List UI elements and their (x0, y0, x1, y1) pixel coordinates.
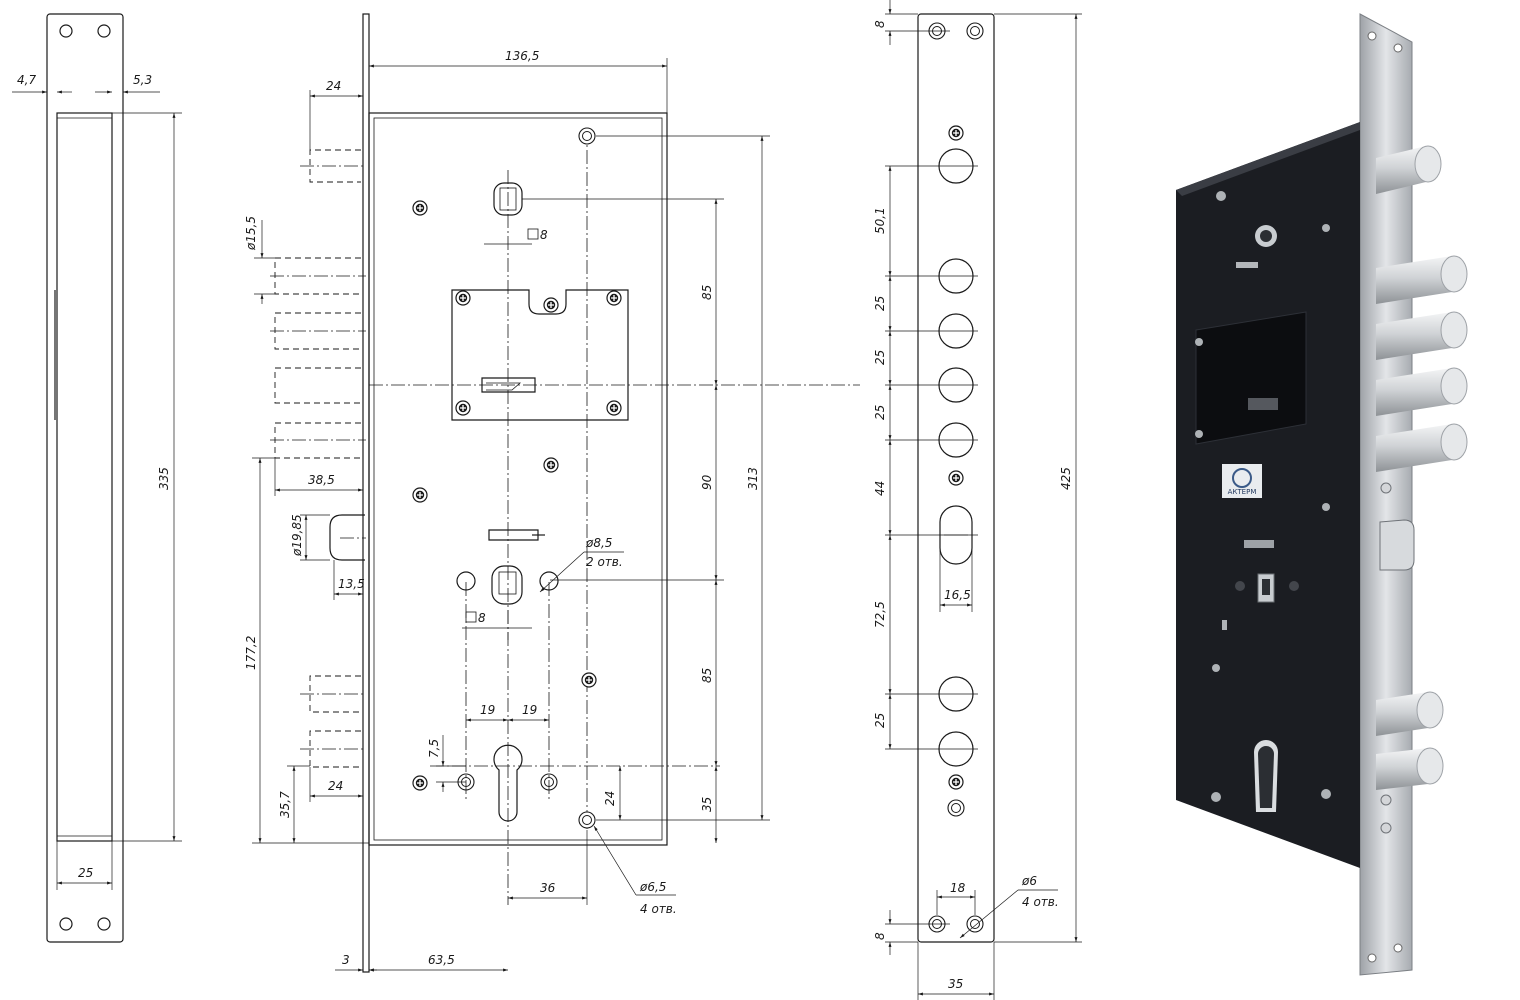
dim-136-5: 136,5 (505, 49, 539, 63)
dim-6-5: ø6,5 (639, 880, 666, 894)
dim-8-square-bottom: 8 (478, 611, 486, 625)
dim-19-right: 19 (522, 703, 537, 717)
dim-50-1: 50,1 (873, 207, 887, 234)
dim-5-3: 5,3 (133, 73, 152, 87)
dim-25-b: 25 (873, 350, 887, 365)
dim-38-5: 38,5 (308, 473, 335, 487)
dim-13-5: 13,5 (338, 577, 365, 591)
dim-63-5: 63,5 (428, 953, 455, 967)
dim-15-5: ø15,5 (244, 216, 258, 251)
brand-logo: АКТЕРМ (1228, 488, 1257, 496)
dim-44: 44 (873, 481, 887, 496)
dim-24-bottom: 24 (328, 779, 343, 793)
dim-25-a: 25 (873, 296, 887, 311)
dim-85-bottom: 85 (700, 668, 714, 683)
dim-24-cyl: 24 (603, 791, 617, 806)
side-view: 4,7 5,3 335 25 (12, 13, 182, 943)
dim-25-c: 25 (873, 405, 887, 420)
dim-4-7: 4,7 (17, 73, 36, 87)
dim-3: 3 (342, 953, 350, 967)
dim-35-7: 35,7 (278, 791, 292, 818)
dim-8-top-strip: 8 (873, 20, 887, 28)
dim-72-5: 72,5 (873, 601, 887, 628)
dim-24-top: 24 (326, 79, 341, 93)
dim-425: 425 (1059, 467, 1073, 490)
front-view: 136,5 24 ø15,5 8 85 90 85 35 313 38,5 (244, 13, 860, 973)
dim-8-5: ø8,5 (585, 536, 612, 550)
dim-8-bottom-strip: 8 (873, 932, 887, 940)
dim-177-2: 177,2 (244, 636, 258, 670)
lock-product-photo: АКТЕРМ (1176, 13, 1468, 976)
dim-8-5-holes: 2 отв. (586, 555, 623, 569)
dim-90: 90 (700, 474, 714, 490)
dim-35-strip: 35 (948, 977, 963, 991)
dim-25-d: 25 (873, 713, 887, 728)
dim-8-square-top: 8 (540, 228, 548, 242)
dim-6-5-holes: 4 отв. (640, 902, 677, 916)
dim-19-85: ø19,85 (290, 514, 304, 557)
dim-16-5: 16,5 (944, 588, 971, 602)
dim-85-top: 85 (700, 285, 714, 300)
dim-35-cyl: 35 (700, 797, 714, 812)
photo-bolts (1376, 145, 1468, 790)
dim-6-holes: 4 отв. (1022, 895, 1059, 909)
front-bolts (270, 149, 366, 768)
dim-25-faceplate: 25 (78, 866, 93, 880)
faceplate-view: 8 50,1 25 25 25 44 72,5 25 8 425 16,5 18… (873, 0, 1082, 1000)
dim-313: 313 (746, 467, 760, 490)
lock-case-plate (1176, 122, 1360, 868)
dim-18: 18 (950, 881, 966, 895)
dim-19-left: 19 (480, 703, 495, 717)
dim-36: 36 (540, 881, 556, 895)
dim-335: 335 (157, 467, 171, 490)
dim-6: ø6 (1021, 874, 1037, 888)
dim-7-5: 7,5 (427, 739, 441, 758)
